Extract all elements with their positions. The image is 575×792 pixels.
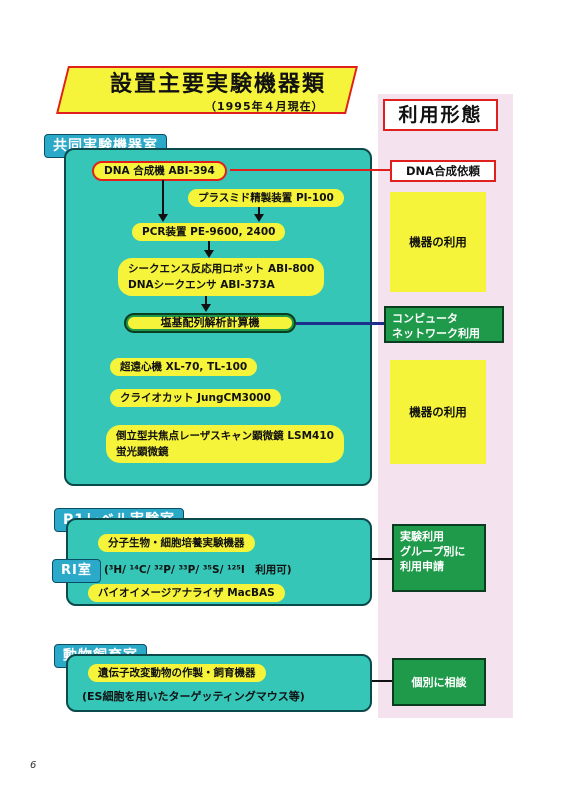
arrow-head-icon [158, 214, 168, 222]
dna-request-box: DNA合成依頼 [390, 160, 496, 182]
group-request-box: 実験利用 グループ別に 利用申請 [392, 524, 486, 592]
ri-isotopes: (³H/ ¹⁴C/ ³²P/ ³³P/ ³⁵S/ ¹²⁵I 利用可) [104, 564, 292, 576]
bio-image-analyzer: バイオイメージアナライザ MacBAS [88, 584, 285, 602]
computer-network-line1: コンピュータ [392, 312, 458, 325]
arrow-line [162, 180, 164, 216]
group-request-line3: 利用申請 [400, 560, 444, 573]
page-title: 設置主要実験機器類 [109, 72, 326, 97]
individual-consult-box: 個別に相談 [392, 658, 486, 706]
arrow-head-icon [204, 250, 214, 258]
computer-network-box: コンピュータ ネットワーク利用 [384, 306, 504, 343]
molecular-biology-equipment: 分子生物・細胞培養実験機器 [98, 534, 255, 552]
p1-connector [372, 558, 394, 560]
plasmid-purifier: プラスミド精製装置 PI-100 [188, 189, 344, 207]
ultracentrifuge: 超遠心機 XL-70, TL-100 [110, 358, 258, 376]
microscope-group: 倒立型共焦点レーザスキャン顕微鏡 LSM410 蛍光顕微鏡 [106, 425, 344, 463]
arrow-head-icon [254, 214, 264, 222]
cryocut: クライオカット JungCM3000 [110, 389, 281, 407]
arrow-head-icon [201, 304, 211, 312]
arrow-line [258, 207, 260, 216]
animal-lab-panel [66, 654, 372, 712]
pcr-device: PCR装置 PE-9600, 2400 [132, 223, 286, 241]
computer-frame: 塩基配列解析計算機 [124, 313, 296, 333]
page-number: 6 [30, 760, 37, 771]
computer-network-line2: ネットワーク利用 [392, 327, 480, 340]
confocal-microscope: 倒立型共焦点レーザスキャン顕微鏡 LSM410 [116, 430, 334, 442]
group-request-line2: グループ別に [400, 545, 466, 558]
usage-heading: 利用形態 [383, 99, 498, 131]
equipment-use-box-1: 機器の利用 [390, 192, 486, 292]
sequencing-robot: シークエンス反応用ロボット ABI-800 [128, 263, 315, 275]
sequencer-group: シークエンス反応用ロボット ABI-800 DNAシークエンサ ABI-373A [118, 258, 325, 296]
arrow-line [205, 296, 207, 306]
animal-connector [372, 680, 394, 682]
equipment-use-box-2: 機器の利用 [390, 360, 486, 464]
dna-sequencer: DNAシークエンサ ABI-373A [128, 279, 275, 291]
arrow-line [208, 241, 210, 252]
dna-request-connector [230, 169, 392, 171]
dna-synthesizer: DNA 合成機 ABI-394 [92, 161, 227, 181]
title-date: （1995年４月現在） [205, 100, 324, 113]
transgenic-equipment: 遺伝子改変動物の作製・飼育機器 [88, 664, 266, 682]
group-request-line1: 実験利用 [400, 530, 444, 543]
es-cell-note: (ES細胞を用いたターゲッティングマウス等) [82, 690, 305, 703]
ri-room-label: RI室 [52, 559, 101, 583]
sequence-analysis-computer: 塩基配列解析計算機 [128, 317, 292, 329]
network-connector [296, 322, 386, 325]
fluorescence-microscope: 蛍光顕微鏡 [116, 446, 169, 458]
